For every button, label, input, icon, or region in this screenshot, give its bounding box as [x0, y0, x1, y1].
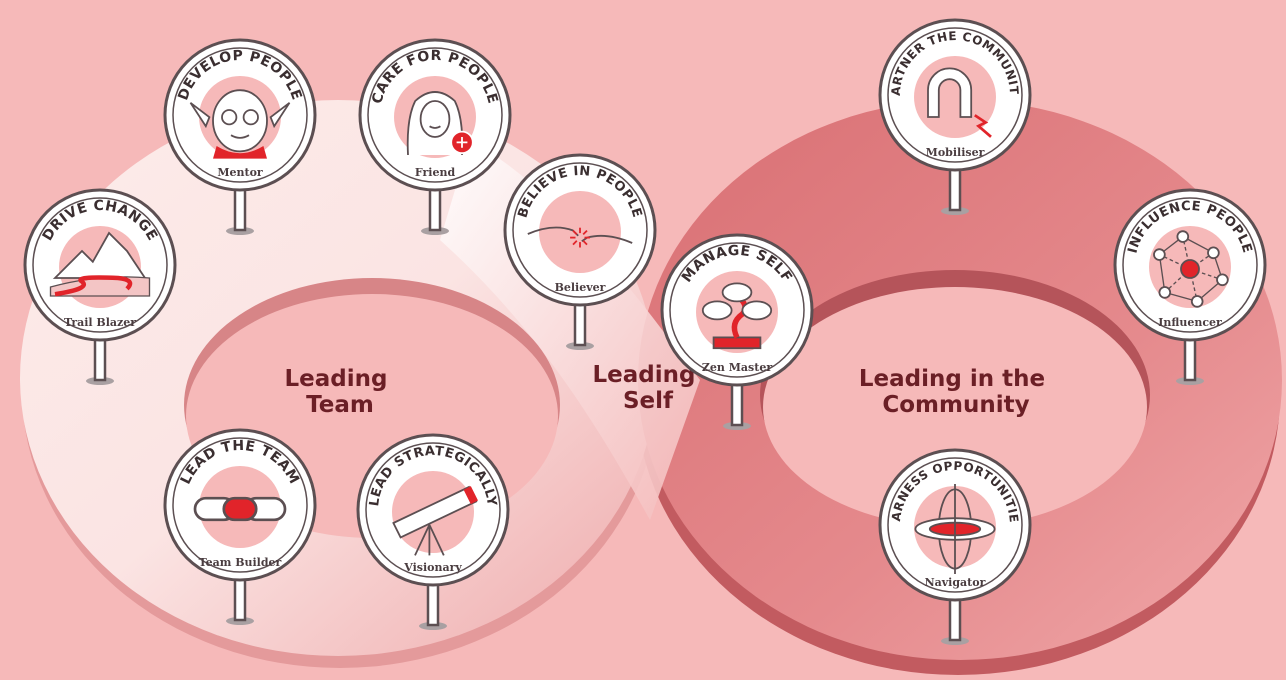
yoda-icon — [189, 89, 291, 159]
badge-post — [233, 186, 247, 232]
badge-harness-opportunities: HARNESS OPPORTUNITIESNavigator — [878, 448, 1032, 645]
badge-inner-ring — [365, 442, 501, 578]
badge-inner-ring — [172, 47, 308, 183]
region-label-team: Leading Team — [285, 366, 396, 418]
region-label-community: Leading in the Community — [859, 366, 1053, 418]
chain-link-icon — [193, 496, 287, 522]
bonsai-icon — [701, 282, 773, 350]
badge-inner-ring — [669, 242, 805, 378]
hands-touch-icon — [527, 226, 633, 248]
badge-post — [948, 596, 962, 642]
badge-inner-ring — [887, 27, 1023, 163]
badge-inner-ring — [367, 47, 503, 183]
badge-role-label: Visionary — [403, 561, 462, 574]
badge-role-label: Believer — [555, 281, 606, 294]
badge-inner-ring — [172, 437, 308, 573]
badge-role-label: Friend — [415, 166, 456, 179]
region-label-self: Leading Self — [593, 362, 704, 414]
badge-role-label: Mobiliser — [926, 146, 985, 159]
person-icon — [406, 91, 474, 156]
badge-post — [1183, 336, 1197, 382]
badge-post — [426, 581, 440, 627]
badge-post — [573, 301, 587, 347]
magnet-icon — [927, 67, 992, 138]
ring-right-hole — [763, 287, 1147, 527]
badge-role-label: Navigator — [925, 576, 986, 589]
badge-inner-ring — [32, 197, 168, 333]
badge-role-label: Trail Blazer — [64, 316, 136, 329]
badge-post — [730, 381, 744, 427]
badge-post — [948, 166, 962, 212]
network-icon — [1153, 230, 1229, 308]
badge-inner-ring — [887, 457, 1023, 593]
badge-post — [93, 336, 107, 382]
badge-role-label: Team Builder — [199, 556, 282, 569]
badge-role-label: Mentor — [217, 166, 263, 179]
badge-post — [233, 576, 247, 622]
badge-icon-backdrop — [696, 271, 778, 353]
badge-partner-the-community: PARTNER THE COMMUNITYMobiliser — [878, 18, 1032, 215]
badge-post — [428, 186, 442, 232]
mountain-trail-icon — [49, 231, 151, 297]
badge-inner-ring — [512, 162, 648, 298]
badge-inner-ring — [1122, 197, 1258, 333]
badge-role-label: Influencer — [1158, 316, 1222, 329]
badge-role-label: Zen Master — [702, 361, 772, 374]
telescope-icon — [392, 485, 478, 556]
gyroscope-icon — [914, 483, 996, 575]
